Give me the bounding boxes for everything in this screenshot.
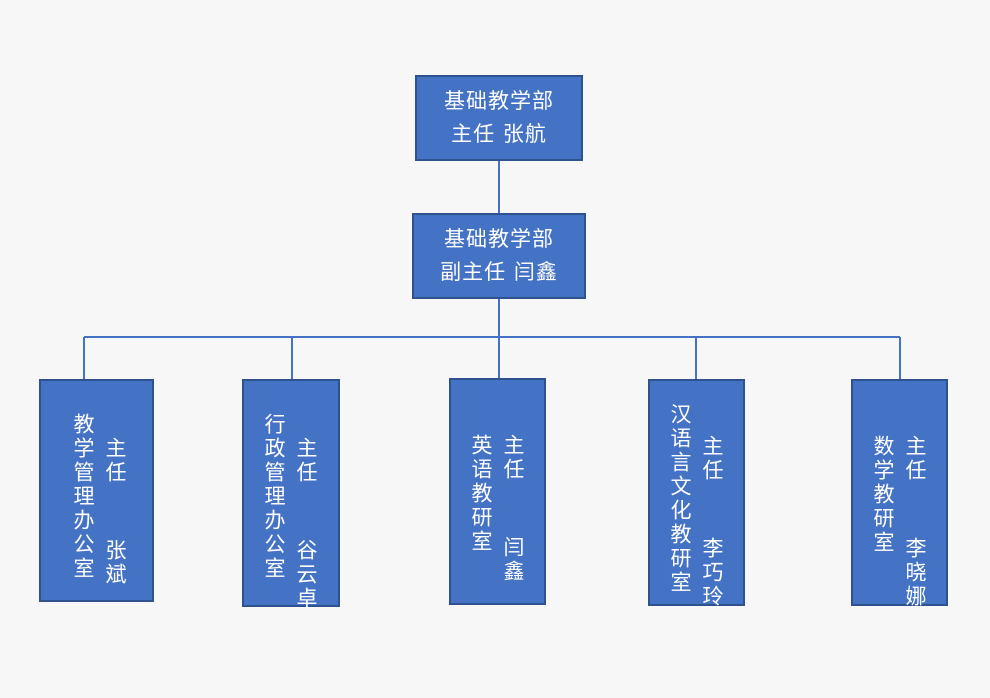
deputy-director-title: 基础教学部 [444, 227, 554, 251]
top-director-title: 基础教学部 [444, 89, 554, 113]
office-person: 主任 张斌 [103, 437, 127, 587]
office-name: 数学教研室 [871, 435, 895, 555]
office-person: 主任 李晓娜 [903, 435, 927, 609]
top-director-box: 基础教学部 主任 张航 [415, 75, 583, 161]
office-name: 行政管理办公室 [262, 413, 286, 581]
office-person: 主任 谷云卓 [294, 437, 318, 611]
office-person: 主任 李巧玲 [700, 435, 724, 609]
office-name: 英语教研室 [469, 434, 493, 554]
office-person: 主任 闫鑫 [501, 434, 525, 584]
office-name: 汉语言文化教研室 [668, 403, 692, 595]
office-box-chinese-culture: 汉语言文化教研室 主任 李巧玲 [648, 379, 745, 609]
deputy-director-person: 副主任 闫鑫 [440, 260, 558, 284]
office-box-administration: 行政管理办公室 主任 谷云卓 [242, 379, 340, 611]
top-director-person: 主任 张航 [451, 122, 547, 146]
office-box-mathematics: 数学教研室 主任 李晓娜 [851, 379, 948, 609]
deputy-director-box: 基础教学部 副主任 闫鑫 [412, 213, 586, 299]
office-name: 教学管理办公室 [71, 413, 95, 581]
office-box-english: 英语教研室 主任 闫鑫 [449, 378, 546, 605]
office-box-teaching-management: 教学管理办公室 主任 张斌 [39, 379, 154, 602]
